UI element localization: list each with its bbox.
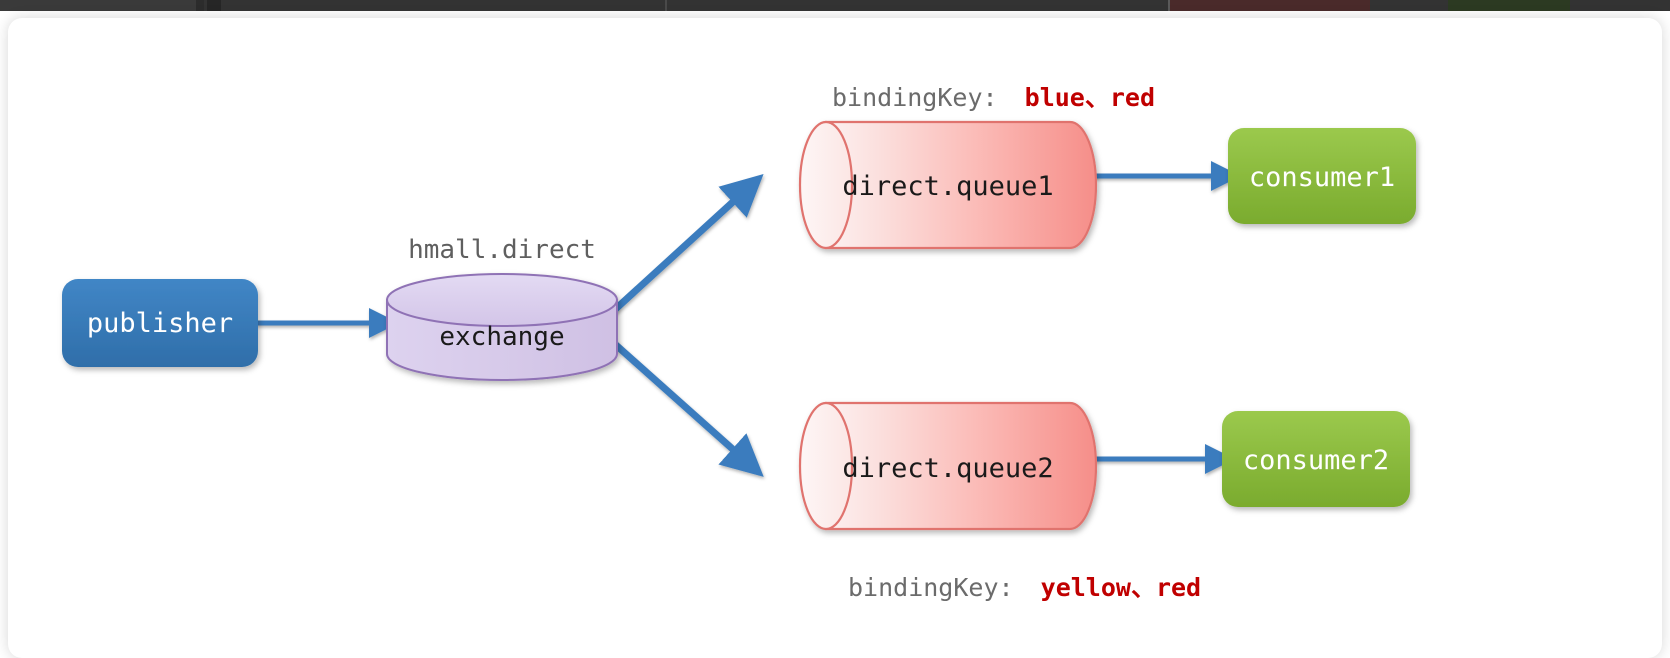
consumer1-label: consumer1 <box>1249 162 1395 193</box>
chrome-segment <box>0 0 196 11</box>
queue1-label: direct.queue1 <box>842 171 1053 202</box>
exchange-label: exchange <box>439 322 564 352</box>
publisher-label: publisher <box>87 308 233 339</box>
binding-key-values-queue2: yellow、red <box>1041 573 1201 602</box>
chrome-segment <box>1170 0 1370 11</box>
publisher-box[interactable] <box>62 279 258 367</box>
queue1-cylinder-cap <box>798 120 854 250</box>
node-queue2[interactable] <box>798 401 1098 531</box>
exchange-name-label: hmall.direct <box>408 235 596 265</box>
chrome-segment <box>207 0 221 11</box>
queue2-cylinder-cap <box>798 401 854 531</box>
node-publisher[interactable]: publisher <box>62 279 258 367</box>
node-consumer2[interactable]: consumer2 <box>1222 411 1410 507</box>
connector-group <box>256 161 1242 477</box>
binding-key-prefix-queue2: bindingKey: <box>848 573 1014 602</box>
arrow-exchange-to-queue2 <box>595 326 764 477</box>
chrome-segment <box>196 0 204 11</box>
consumer2-box[interactable] <box>1222 411 1410 507</box>
node-queue1[interactable] <box>798 120 1098 250</box>
consumer2-label: consumer2 <box>1243 445 1389 476</box>
arrow-exchange-to-queue1 <box>595 173 764 328</box>
direct-exchange-diagram: publisher hmall.direct exchange bindingK… <box>62 83 1416 602</box>
queue2-cylinder-body[interactable] <box>824 401 1098 531</box>
consumer1-box[interactable] <box>1228 128 1416 224</box>
queue1-cylinder-body[interactable] <box>824 120 1098 250</box>
binding-key-label-queue2: bindingKey: yellow、red <box>848 573 1201 602</box>
exchange-cylinder-top <box>386 273 618 327</box>
chrome-segment <box>1168 0 1170 11</box>
chrome-segment <box>1448 0 1570 11</box>
diagram-canvas: publisher hmall.direct exchange bindingK… <box>8 18 1662 658</box>
node-exchange[interactable] <box>386 273 618 381</box>
node-consumer1[interactable]: consumer1 <box>1228 128 1416 224</box>
binding-key-label-queue1: bindingKey: blue、red <box>832 83 1155 112</box>
binding-key-prefix-queue1: bindingKey: <box>832 83 998 112</box>
chrome-segment <box>665 0 667 11</box>
app-chrome-strip <box>0 0 1670 11</box>
queue2-label: direct.queue2 <box>842 453 1053 484</box>
diagram-card: publisher hmall.direct exchange bindingK… <box>8 18 1662 658</box>
binding-key-values-queue1: blue、red <box>1025 83 1155 112</box>
